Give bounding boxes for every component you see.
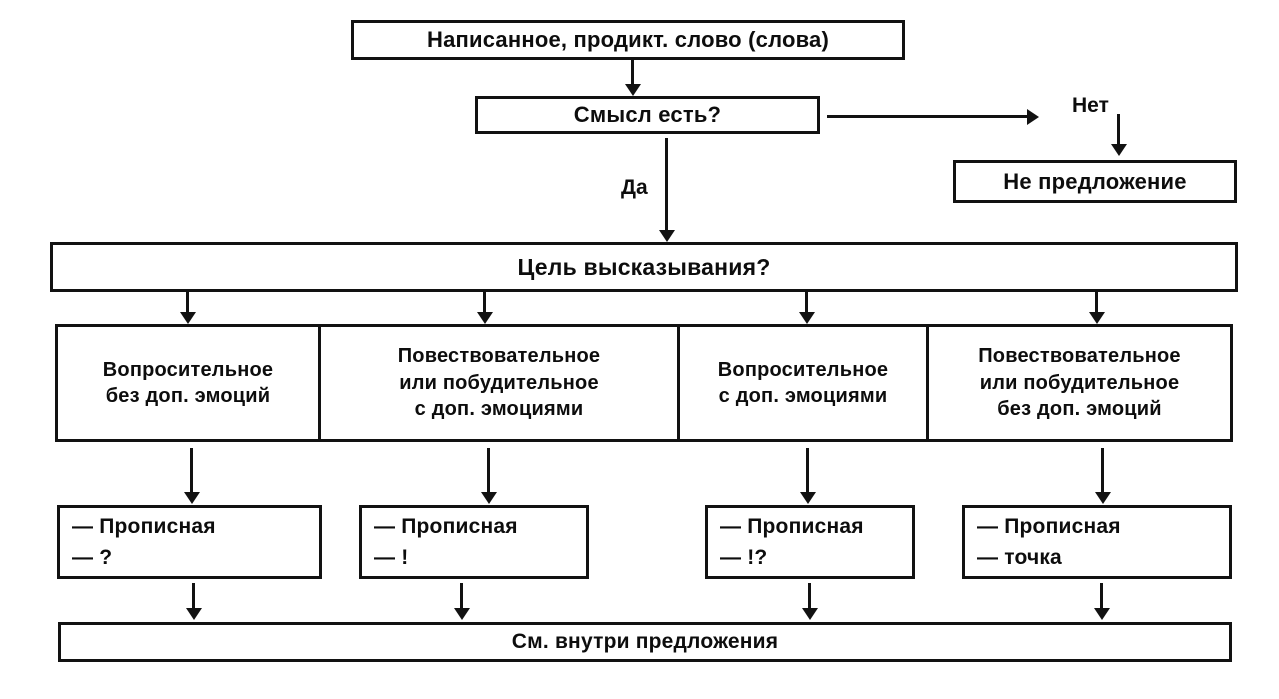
node-question-goal: Цель высказывания? — [50, 242, 1238, 292]
arrow-down-icon — [186, 292, 189, 312]
category-line: Вопросительное — [102, 358, 274, 381]
category-line: без доп. эмоций — [105, 385, 271, 407]
arrow-down-icon — [192, 583, 195, 608]
category-line: Повествовательное — [397, 345, 601, 368]
node-question-goal-label: Цель высказывания? — [517, 253, 771, 280]
arrow-down-icon — [1095, 292, 1098, 312]
node-question-sense-label: Смысл есть? — [573, 102, 722, 127]
node-result-exclamation-question: — Прописная — !? — [705, 505, 915, 579]
arrow-down-icon — [665, 138, 668, 230]
arrow-down-icon — [1101, 448, 1104, 492]
node-start: Написанное, продикт. слово (слова) — [351, 20, 905, 60]
node-category-declarative-no-emotion: Повествовательное или побудительное без … — [926, 324, 1233, 442]
node-category-interrogative-no-emotion: Вопросительное без доп. эмоций — [55, 324, 321, 442]
node-end-label: См. внутри предложения — [511, 630, 779, 653]
edge-label-yes: Да — [621, 176, 648, 199]
result-line: — Прописная — [977, 514, 1121, 538]
category-line: Повествовательное — [978, 345, 1181, 368]
result-line: — Прописная — [374, 514, 518, 538]
result-line: — ? — [72, 546, 113, 569]
edge-label-no: Нет — [1072, 94, 1109, 117]
node-not-sentence: Не предложение — [953, 160, 1237, 203]
category-line: Вопросительное — [717, 358, 889, 381]
result-line: — Прописная — [72, 514, 216, 538]
result-line: — ! — [374, 546, 409, 569]
result-line: — точка — [977, 546, 1062, 569]
arrow-down-icon — [1117, 114, 1120, 144]
node-end: См. внутри предложения — [58, 622, 1232, 662]
arrow-down-icon — [483, 292, 486, 312]
node-result-period: — Прописная — точка — [962, 505, 1232, 579]
arrow-down-icon — [460, 583, 463, 608]
category-line: с доп. эмоциями — [414, 398, 584, 421]
arrow-down-icon — [806, 448, 809, 492]
node-category-declarative-with-emotion: Повествовательное или побудительное с до… — [318, 324, 680, 442]
category-line: или побудительное — [979, 371, 1180, 394]
node-question-sense: Смысл есть? — [475, 96, 820, 134]
node-start-label: Написанное, продикт. слово (слова) — [426, 27, 830, 52]
category-line: без доп. эмоций — [997, 398, 1162, 421]
arrow-down-icon — [1100, 583, 1103, 608]
arrow-down-icon — [808, 583, 811, 608]
arrow-down-icon — [487, 448, 490, 492]
category-line: или побудительное — [399, 371, 599, 394]
result-line: — Прописная — [720, 514, 864, 538]
node-category-interrogative-with-emotion: Вопросительное с доп. эмоциями — [677, 324, 929, 442]
node-result-exclamation-mark: — Прописная — ! — [359, 505, 589, 579]
arrow-down-icon — [190, 448, 193, 492]
category-line: с доп. эмоциями — [718, 385, 888, 407]
arrow-right-icon — [827, 115, 1027, 118]
arrow-down-icon — [631, 60, 634, 84]
result-line: — !? — [720, 546, 768, 569]
node-result-question-mark: — Прописная — ? — [57, 505, 322, 579]
node-not-sentence-label: Не предложение — [1003, 168, 1187, 194]
arrow-down-icon — [805, 292, 808, 312]
